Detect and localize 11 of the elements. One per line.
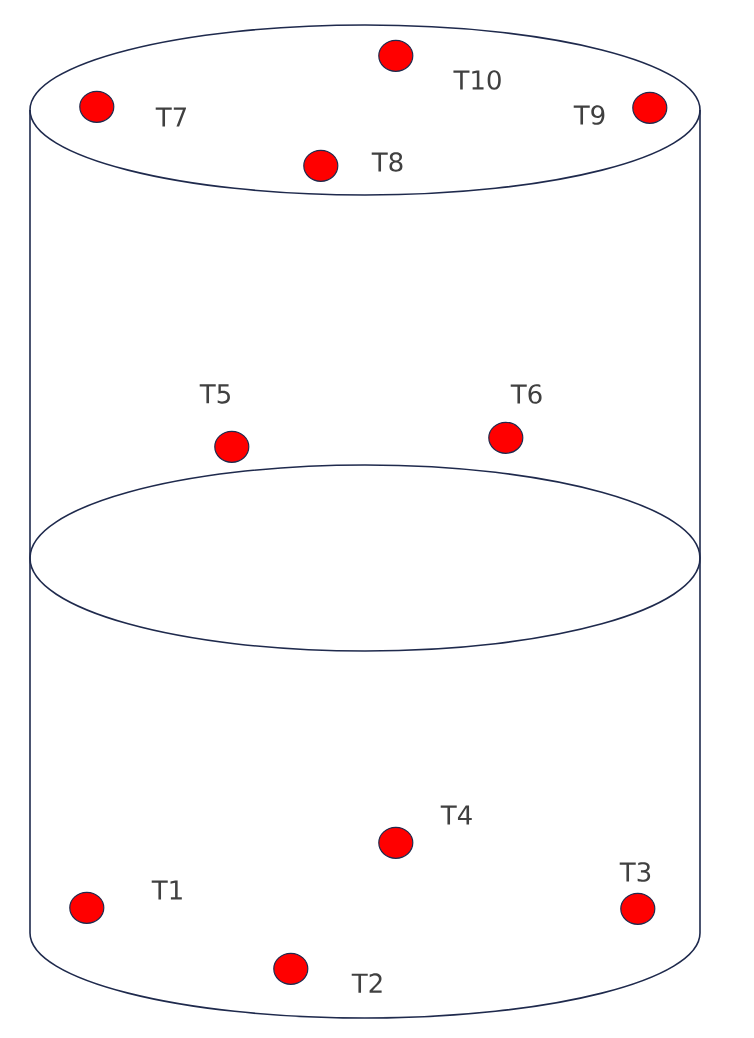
point-label: T9	[573, 105, 605, 125]
point-label: T7	[155, 107, 186, 127]
point-label: T5	[199, 384, 230, 404]
point-label: T6	[510, 384, 542, 404]
point-label: T2	[351, 973, 382, 993]
point-label: T10	[453, 70, 501, 90]
cylinder-drawing	[29, 24, 701, 1019]
point-label: T3	[619, 862, 651, 882]
point-label: T8	[371, 152, 403, 172]
point-label: T4	[440, 805, 472, 825]
point-label: T1	[151, 880, 182, 900]
